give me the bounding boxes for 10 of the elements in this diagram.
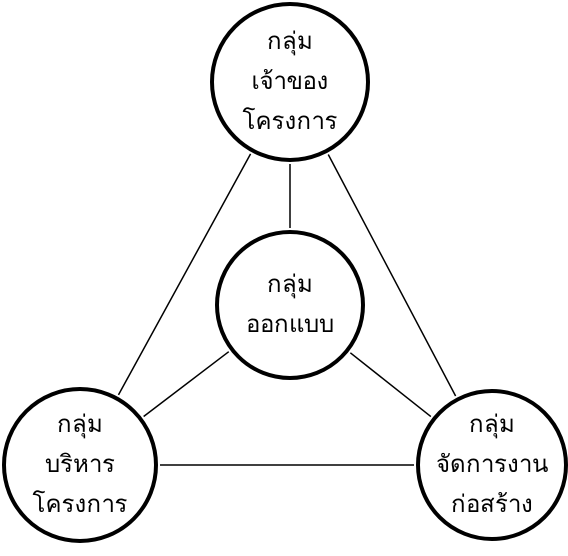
connector-line: [350, 352, 432, 418]
connector-line: [328, 154, 456, 396]
group-label: กลุ่ม ออกแบบ: [246, 270, 334, 340]
connector-line: [118, 154, 252, 396]
connector-line: [160, 464, 414, 466]
connector-line: [289, 164, 291, 228]
connector-line: [143, 351, 230, 418]
group-label: กลุ่ม บริหาร โครงการ: [32, 410, 128, 520]
group-label: กลุ่ม เจ้าของ โครงการ: [242, 27, 338, 137]
group-label: กลุ่ม จัดการงาน ก่อสร้าง: [436, 410, 548, 520]
